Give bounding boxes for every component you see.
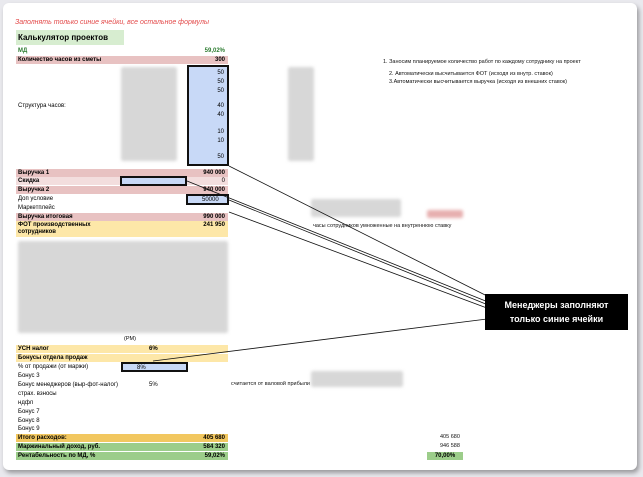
callout-line2: только синие ячейки <box>509 314 604 324</box>
total-expenses-value: 405 680 <box>203 435 225 441</box>
extra-condition-label: Доп условие <box>18 196 54 202</box>
hours-cell[interactable]: 40 <box>217 112 224 118</box>
ndfl-row: ндфл <box>16 399 228 407</box>
bonus9-label: Бонус 9 <box>18 426 40 432</box>
marketplace-row: Маркетплейс <box>16 204 228 212</box>
hours-estimate-row: Количество часов из сметы 300 <box>16 56 228 64</box>
blurred-side-notes <box>311 199 401 217</box>
revenue2-label: Выручка 2 <box>18 187 50 193</box>
hours-structure-label: Структура часов: <box>18 103 66 109</box>
bonus-managers-label: Бонус менеджеров (выр-фот-налог) <box>18 382 119 388</box>
arrow-hours <box>228 165 504 305</box>
revenue1-value: 940 000 <box>203 170 225 176</box>
arrow-extra <box>228 199 504 312</box>
pm-label: (PM) <box>124 336 136 342</box>
bonus3-label: Бонус 3 <box>18 373 40 379</box>
marketplace-label: Маркетплейс <box>18 205 55 211</box>
total-expenses-right: 405 680 <box>440 434 460 440</box>
blurred-expense-rows <box>18 241 228 333</box>
discount-value: 0 <box>221 178 225 184</box>
revenue2-row: Выручка 2 940 000 <box>16 186 228 194</box>
extra-condition-row: Доп условие <box>16 195 228 203</box>
blurred-employee-names <box>121 67 177 161</box>
hours-cell[interactable]: 10 <box>217 129 224 135</box>
fot-label-line1: ФОТ производственных <box>18 222 91 228</box>
revenue-total-value: 990 000 <box>203 214 225 220</box>
bonus-sales-label: Бонусы отдела продаж <box>18 355 88 361</box>
usn-label: УСН налог <box>18 346 49 352</box>
hours-cell[interactable]: 40 <box>217 103 224 109</box>
total-expenses-row: Итого расходов: 405 680 <box>16 434 228 442</box>
md-value: 59,02% <box>204 48 225 54</box>
margin-income-label: Маржинальный доход, руб. <box>18 444 101 450</box>
md-label: МД <box>18 48 28 54</box>
hours-cell[interactable]: 50 <box>217 79 224 85</box>
bonus-managers-value: 5% <box>149 382 158 388</box>
fot-value: 241 950 <box>203 222 225 228</box>
hours-cell[interactable]: 50 <box>217 70 224 76</box>
bonus8-label: Бонус 8 <box>18 418 40 424</box>
blurred-bonus-notes <box>311 371 403 387</box>
md-row: МД 59,02% <box>16 47 228 55</box>
callout-arrows <box>152 165 504 362</box>
hours-estimate-value: 300 <box>214 57 225 63</box>
fill-hint: Заполнять только синие ячейки, все остал… <box>15 19 210 26</box>
profitability-right: 70,00% <box>427 452 463 460</box>
profitability-value: 59,02% <box>204 453 225 459</box>
callout-line1: Менеджеры заполняют <box>504 300 609 310</box>
arrow-extra-2 <box>228 211 504 315</box>
hours-note: часы сотрудников умноженные на внутренню… <box>313 223 452 229</box>
profitability-label: Рентабельность по МД, % <box>18 453 96 459</box>
bonus7-label: Бонус 7 <box>18 409 40 415</box>
revenue2-value: 940 000 <box>203 187 225 193</box>
total-expenses-label: Итого расходов: <box>18 435 67 441</box>
bonus7-row: Бонус 7 <box>16 408 228 416</box>
hours-estimate-label: Количество часов из сметы <box>18 57 102 63</box>
revenue-total-label: Выручка итоговая <box>18 214 73 220</box>
discount-label: Скидка <box>18 178 40 184</box>
percent-sales-row: % от продажи (от маржи) <box>16 363 228 371</box>
gross-profit-note: считается от валовой прибыли <box>231 381 310 387</box>
blurred-red-cell <box>427 210 463 218</box>
margin-income-right: 946 588 <box>440 443 460 449</box>
fot-label-line2: сотрудников <box>18 229 56 235</box>
arrow-discount <box>186 180 504 309</box>
insurance-row: страх. взносы <box>16 390 228 398</box>
managers-callout: Менеджеры заполняют только синие ячейки <box>485 294 628 330</box>
note-1: 1. Заносим планируемое количество работ … <box>383 59 581 65</box>
revenue-total-row: Выручка итоговая 990 000 <box>16 213 228 221</box>
discount-input[interactable] <box>120 176 187 186</box>
insurance-label: страх. взносы <box>18 391 57 397</box>
revenue1-row: Выручка 1 940 000 <box>16 169 228 177</box>
hours-input-column[interactable]: 50 50 50 40 40 10 10 50 <box>187 65 229 166</box>
hours-cell[interactable]: 50 <box>217 154 224 160</box>
spreadsheet: Заполнять только синие ячейки, все остал… <box>3 3 637 470</box>
hours-cell[interactable]: 10 <box>217 138 224 144</box>
bonus8-row: Бонус 8 <box>16 417 228 425</box>
percent-sales-label: % от продажи (от маржи) <box>18 364 89 370</box>
bonus-managers-row: Бонус менеджеров (выр-фот-налог) 5% <box>16 381 228 389</box>
margin-income-row: Маржинальный доход, руб. 584 320 <box>16 443 228 451</box>
usn-row: УСН налог 6% <box>16 345 228 353</box>
bonus3-row: Бонус 3 <box>16 372 228 380</box>
revenue1-label: Выручка 1 <box>18 170 50 176</box>
note-2: 2. Автоматически высчитывается ФОТ (исхо… <box>389 71 553 77</box>
profitability-row: Рентабельность по МД, % 59,02% <box>16 452 228 460</box>
bonus9-row: Бонус 9 <box>16 425 228 433</box>
bonus-sales-row: Бонусы отдела продаж <box>16 354 228 362</box>
usn-value: 6% <box>149 346 158 352</box>
fot-row: ФОТ производственных сотрудников 241 950 <box>16 221 228 237</box>
blurred-rates <box>288 67 314 161</box>
percent-sales-input[interactable]: 8% <box>121 362 188 372</box>
extra-condition-value[interactable]: 50000 <box>202 197 219 203</box>
note-3: 3.Автоматически высчитывается выручка (и… <box>389 79 568 85</box>
page-title: Калькулятор проектов <box>16 30 124 45</box>
percent-sales-value[interactable]: 8% <box>137 365 146 371</box>
margin-income-value: 584 320 <box>203 444 225 450</box>
arrow-percent <box>152 316 504 362</box>
ndfl-label: ндфл <box>18 400 34 406</box>
hours-cell[interactable]: 50 <box>217 88 224 94</box>
extra-condition-input[interactable]: 50000 <box>186 194 229 205</box>
